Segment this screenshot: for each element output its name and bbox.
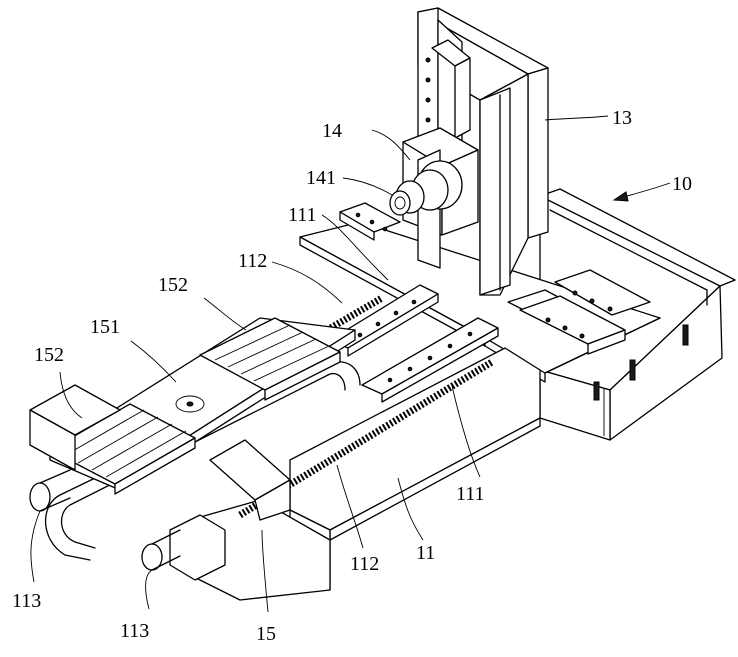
- left-support-block: [29, 384, 121, 471]
- label-111-top: 111: [288, 204, 317, 226]
- reference-labels: 10 13 14 141 111 112 152 151 152 111 112…: [12, 107, 692, 645]
- label-10: 10: [672, 173, 692, 195]
- nut-block-15: [209, 439, 291, 521]
- motor-113-bottom: [141, 514, 226, 581]
- guide-rails-111: [329, 284, 499, 403]
- spindle-head-14: [389, 127, 479, 269]
- column-13: [417, 7, 549, 296]
- label-141: 141: [306, 167, 336, 189]
- label-113-left: 113: [12, 590, 41, 612]
- label-112-top: 112: [238, 250, 267, 272]
- leader-lines: [30, 115, 671, 613]
- spindle-rail-blocks: [339, 202, 401, 241]
- label-151: 151: [90, 316, 120, 338]
- label-112-bottom: 112: [350, 553, 379, 575]
- motor-113-left: [29, 469, 71, 512]
- cable-carrier: [44, 361, 361, 561]
- label-15: 15: [256, 623, 276, 645]
- right-plate-rails: [507, 269, 651, 355]
- label-152-top: 152: [158, 274, 188, 296]
- label-152-left: 152: [34, 344, 64, 366]
- label-113-bottom: 113: [120, 620, 149, 642]
- label-111-right: 111: [456, 483, 485, 505]
- t-slot-plate-top: [199, 317, 341, 401]
- label-13: 13: [612, 107, 632, 129]
- label-14: 14: [322, 120, 342, 142]
- label-11: 11: [416, 542, 435, 564]
- bed-11: [189, 347, 541, 601]
